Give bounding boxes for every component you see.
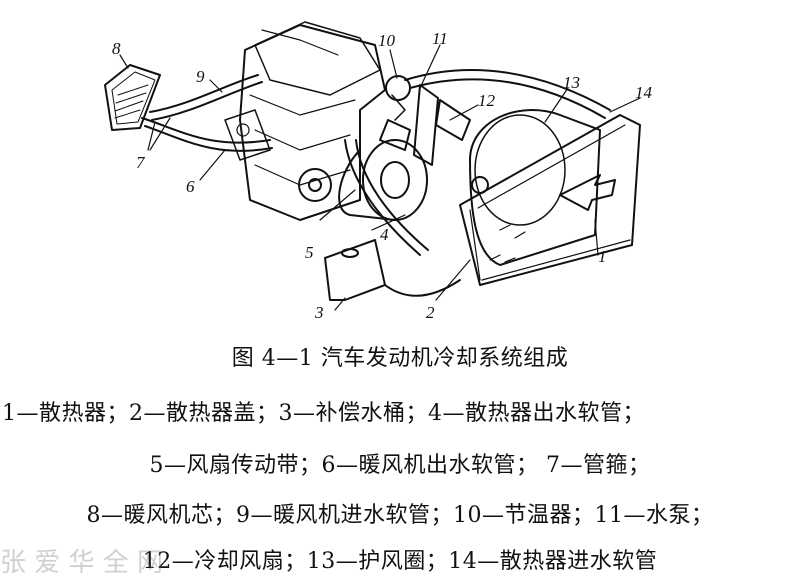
legend-line: 12—冷却风扇；13—护风圈；14—散热器进水软管 [142, 549, 658, 574]
callout-11: 11 [432, 29, 448, 48]
callout-12: 12 [478, 91, 496, 110]
legend-line: 5—风扇传动带；6—暖风机出水软管； 7—管箍； [149, 453, 651, 478]
callout-6: 6 [186, 177, 195, 196]
engine-block [224, 21, 386, 221]
heater-core [104, 64, 161, 131]
heater-outlet-hose [141, 117, 271, 144]
water-pump-pulley [362, 139, 428, 221]
callout-10: 10 [378, 31, 396, 50]
heater-inlet-hose [149, 74, 259, 113]
radiator-inlet-hose [404, 69, 611, 111]
overflow-tank [324, 239, 461, 301]
callout-7: 7 [136, 153, 146, 172]
fan-shroud [469, 109, 601, 266]
radiator-cap [471, 176, 489, 194]
fan-belt [338, 149, 396, 221]
callout-4: 4 [380, 225, 389, 244]
cooling-system-diagram: 8 9 7 6 5 4 3 2 1 10 11 12 13 14 [104, 21, 653, 322]
callout-3: 3 [314, 303, 324, 322]
callout-9: 9 [196, 67, 205, 86]
radiator-outlet-hose [344, 139, 421, 256]
callout-13: 13 [563, 73, 580, 92]
callout-8: 8 [112, 39, 121, 58]
callout-2: 2 [426, 303, 435, 322]
figure-title: 图 4—1 汽车发动机冷却系统组成 [231, 346, 569, 371]
cooling-fan [379, 84, 471, 166]
callout-1: 1 [598, 247, 607, 266]
radiator [459, 114, 641, 286]
legend-line: 1—散热器；2—散热器盖；3—补偿水桶；4—散热器出水软管； [2, 401, 645, 426]
callout-5: 5 [305, 243, 314, 262]
callout-14: 14 [635, 83, 653, 102]
legend-line: 8—暖风机芯；9—暖风机进水软管；10—节温器；11—水泵； [86, 503, 714, 528]
watermark: 张 爱 华 全 网 [0, 548, 164, 578]
